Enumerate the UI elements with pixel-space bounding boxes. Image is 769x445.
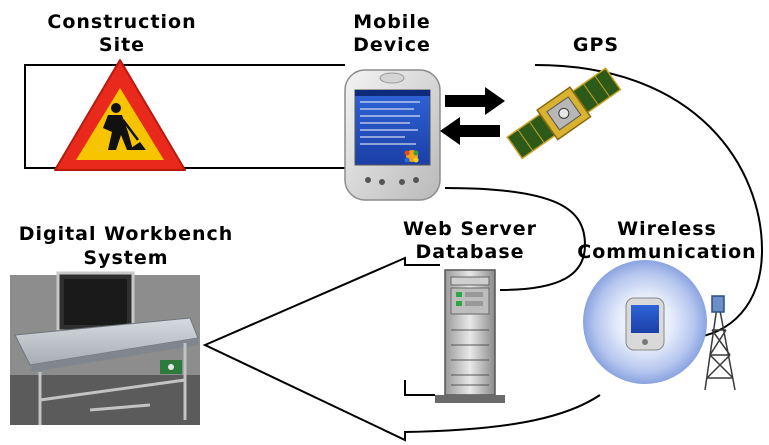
wireless-tower-icon — [704, 295, 736, 391]
server-tower-icon — [435, 269, 505, 403]
return-arrow-inner — [404, 380, 435, 396]
construction-warning-sign-icon — [54, 59, 186, 171]
web-server-label: Web Server — [403, 218, 537, 240]
workbench-label: Digital Workbench — [19, 223, 234, 245]
labels: Construction Site Mobile Device GPS Web … — [19, 11, 756, 269]
construction-site-label-2: Site — [99, 34, 145, 56]
construction-site-label: Construction — [47, 11, 196, 33]
digital-workbench-icon — [10, 271, 200, 425]
gps-satellite-icon — [506, 67, 622, 160]
flow-lines — [24, 64, 764, 442]
gps-label: GPS — [573, 34, 619, 56]
mobile-device-label-2: Device — [353, 34, 431, 56]
mobile-device-label: Mobile — [353, 11, 430, 33]
wireless-pda-icon — [625, 297, 665, 351]
wireless-label-2: Communication — [577, 241, 756, 263]
return-arrow — [202, 256, 601, 442]
site-loop-line — [24, 64, 345, 169]
pda-device-icon — [344, 69, 441, 201]
mobile-to-server-curve — [444, 187, 587, 291]
web-server-label-2: Database — [415, 241, 524, 263]
wireless-label: Wireless — [617, 218, 717, 240]
data-exchange-arrows — [440, 87, 505, 145]
gps-to-wireless-curve — [534, 64, 764, 339]
workbench-label-2: System — [83, 247, 168, 269]
